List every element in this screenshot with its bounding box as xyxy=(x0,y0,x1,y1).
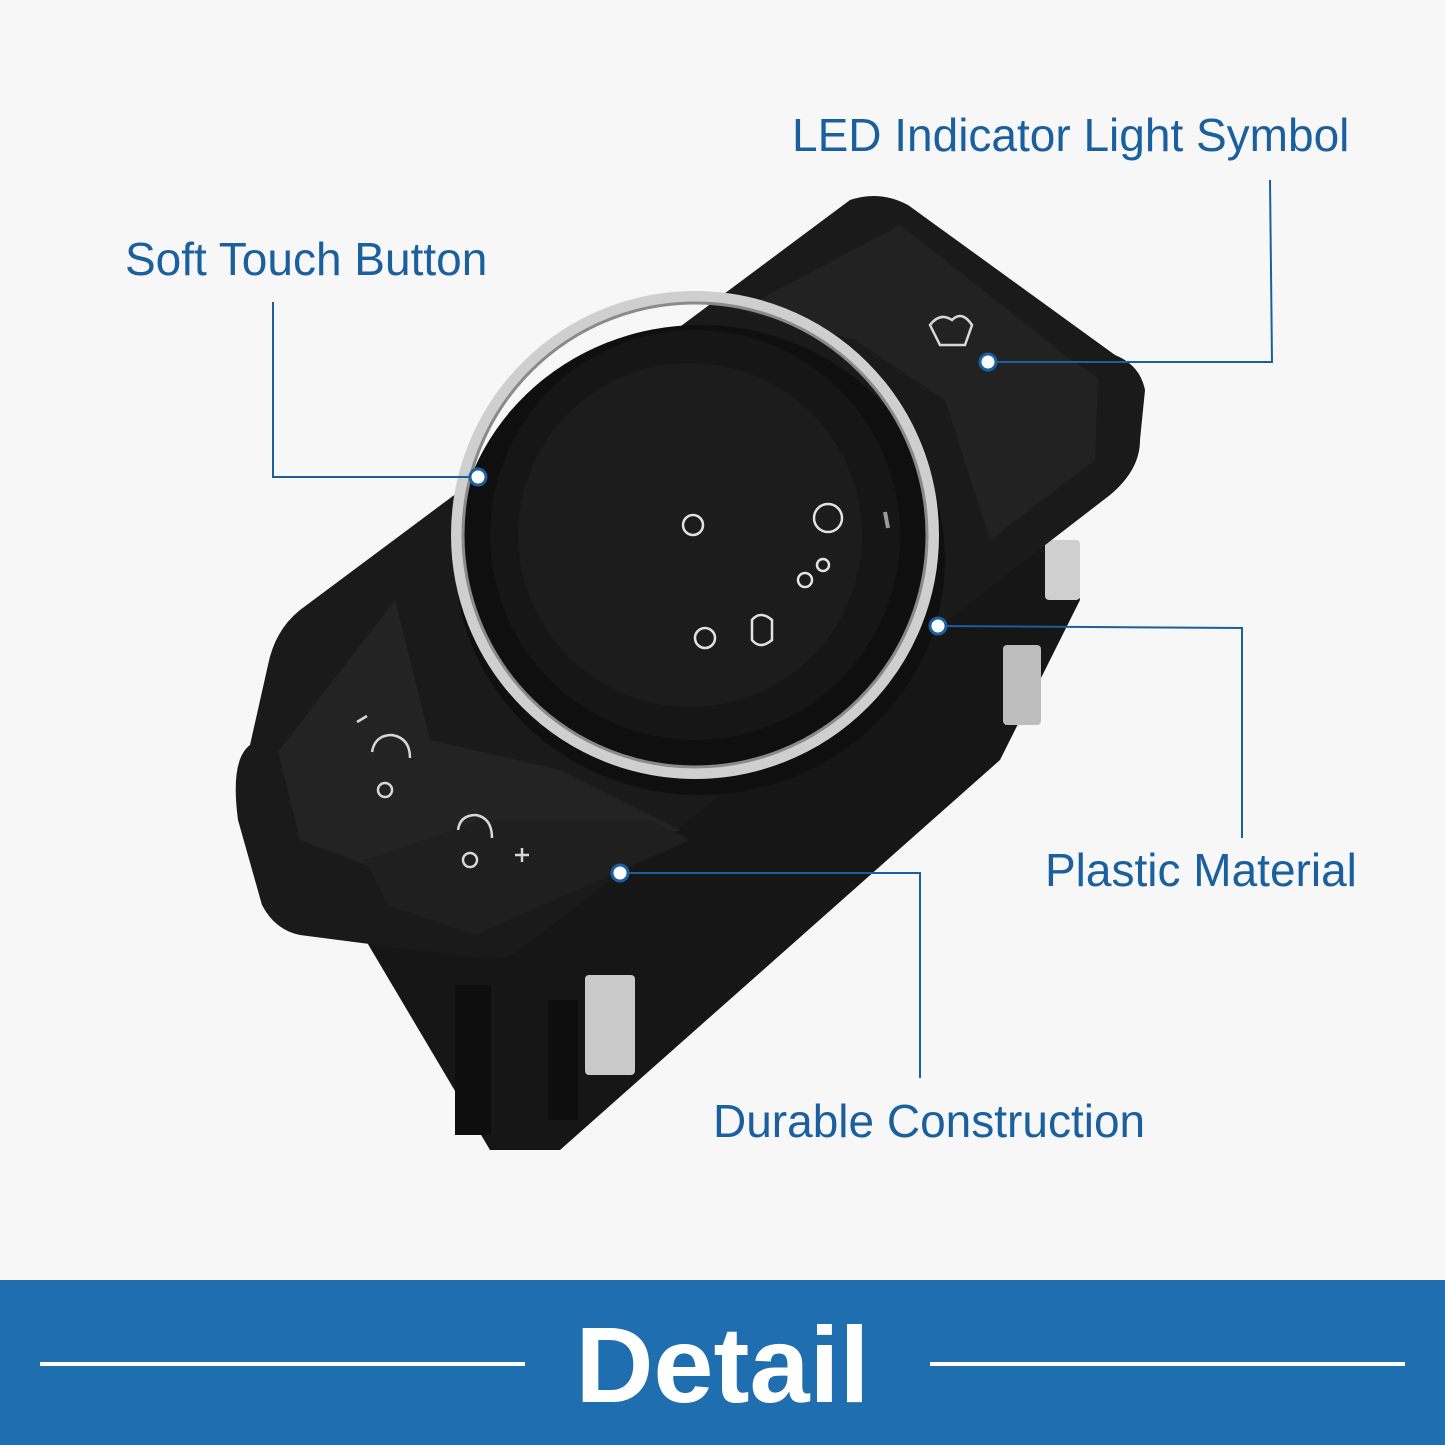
banner-line-left xyxy=(40,1362,525,1366)
banner-title: Detail xyxy=(575,1304,870,1425)
led-indicator-label: LED Indicator Light Symbol xyxy=(792,109,1350,161)
product-photo-area: LED Indicator Light Symbol Soft Touch Bu… xyxy=(125,109,1357,1150)
soft-touch-label: Soft Touch Button xyxy=(125,233,488,285)
knob-icons xyxy=(681,502,844,650)
headlight-switch-illustration xyxy=(235,179,1274,1150)
banner-line-right xyxy=(930,1362,1405,1366)
dimmer-minus-icon xyxy=(356,714,412,799)
durable-construction-label: Durable Construction xyxy=(713,1095,1146,1147)
plastic-material-label: Plastic Material xyxy=(1045,844,1357,896)
leader-lines xyxy=(272,179,1274,1078)
callout-dots xyxy=(468,352,998,883)
fog-light-icon xyxy=(928,314,974,347)
rotary-knob xyxy=(451,291,945,795)
dimmer-plus-icon xyxy=(456,813,529,869)
